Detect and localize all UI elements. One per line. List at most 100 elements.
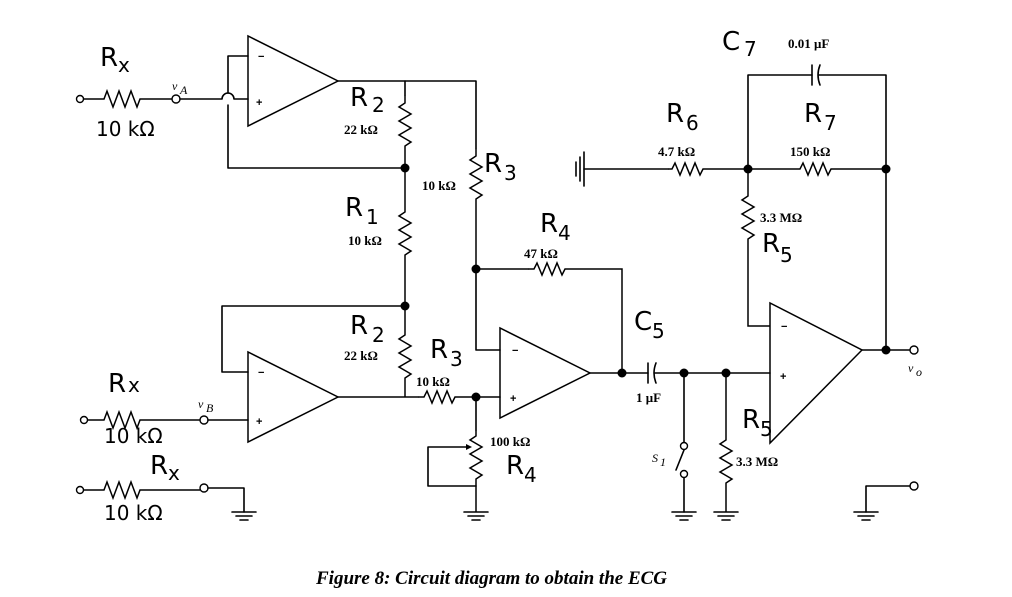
r5-bottom-value: 3.3 MΩ	[736, 454, 778, 469]
c7-value: 0.01 μF	[788, 36, 829, 51]
resistor-r1	[397, 168, 413, 306]
input-rx-bottom	[75, 479, 209, 501]
r2-top-sub: 2	[372, 93, 385, 117]
junction-output	[881, 345, 891, 355]
node-vb-sub: B	[206, 401, 214, 415]
junction-a3-out	[617, 368, 627, 378]
opamp-a2-plus: +	[256, 416, 262, 428]
resistor-r3-bottom	[418, 389, 476, 405]
r4-feedback-ref: R	[540, 209, 558, 239]
resistor-r5-bottom	[718, 373, 734, 512]
ground-symbol-6	[853, 511, 879, 521]
resistor-r2-bottom	[397, 306, 413, 397]
rx-mid-sub: x	[128, 373, 140, 397]
c7-sub: 7	[744, 37, 757, 61]
opamp-a1: − +	[247, 34, 340, 128]
r6-sub: 6	[686, 111, 699, 135]
node-va: v	[172, 79, 178, 93]
rx-bottom-sub: x	[168, 461, 180, 485]
s1-sub: 1	[660, 455, 666, 469]
ground-terminal	[909, 481, 919, 491]
r6-ref: R	[666, 99, 684, 129]
node-vo: v	[908, 361, 914, 375]
rx-mid-value: 10 kΩ	[104, 424, 163, 448]
wire-c7-left	[747, 74, 813, 170]
r5-bottom-ref: R	[742, 405, 760, 435]
wire-pot-wiper	[427, 446, 477, 487]
r7-sub: 7	[824, 111, 837, 135]
r5-top-value: 3.3 MΩ	[760, 210, 802, 225]
wire-a1-minus-feedback	[227, 55, 406, 169]
capacitor-c5	[647, 362, 657, 384]
c7-ref: C	[722, 27, 740, 57]
opamp-a4-minus: −	[781, 321, 787, 333]
ground-symbol-1	[231, 511, 257, 521]
resistor-r5-top	[740, 169, 770, 327]
wire-a2-minus-feedback	[221, 305, 406, 373]
s1-ref: S	[652, 451, 658, 465]
rx-top-ref: R	[100, 43, 118, 73]
opamp-a1-minus: −	[258, 51, 264, 63]
rx-top-value: 10 kΩ	[96, 117, 155, 141]
r7-value: 150 kΩ	[790, 144, 830, 159]
r4-feedback-sub: 4	[558, 221, 571, 245]
r3-top-value: 10 kΩ	[422, 178, 456, 193]
opamp-a4: − +	[769, 301, 864, 445]
r5-top-ref: R	[762, 229, 780, 259]
c5-value: 1 μF	[636, 390, 661, 405]
r3-bottom-ref: R	[430, 335, 448, 365]
r2-top-value: 22 kΩ	[344, 122, 378, 137]
figure-caption: Figure 8: Circuit diagram to obtain the …	[315, 568, 667, 589]
resistor-r6	[668, 161, 748, 177]
r1-sub: 1	[366, 205, 379, 229]
rx-mid-ref: R	[108, 369, 126, 399]
c5-sub: 5	[652, 319, 665, 343]
resistor-r7	[748, 161, 886, 177]
wire-a3-minus	[475, 268, 501, 351]
r5-bottom-sub: 5	[760, 417, 773, 441]
r4-feedback-value: 47 kΩ	[524, 246, 558, 261]
rx-bottom-ref: R	[150, 451, 168, 481]
r3-top-sub: 3	[504, 161, 517, 185]
node-va-sub: A	[179, 83, 188, 97]
opamp-a2: − +	[247, 350, 340, 444]
ground-symbol-5-horizontal	[575, 151, 585, 187]
r5-top-sub: 5	[780, 243, 793, 267]
resistor-r2-top	[397, 95, 413, 168]
r7-ref: R	[804, 99, 822, 129]
ground-symbol-4	[713, 511, 739, 521]
c5-ref: C	[634, 307, 652, 337]
switch-s1	[675, 372, 689, 513]
opamp-a4-plus: +	[780, 371, 786, 383]
resistor-r4-feedback	[528, 261, 623, 373]
resistor-r4-potentiometer	[466, 430, 484, 512]
wire-c7-right	[818, 74, 887, 170]
wire-a1-out	[337, 80, 477, 149]
r3-top-ref: R	[484, 149, 502, 179]
rx-bottom-value: 10 kΩ	[104, 501, 163, 525]
output-terminal	[909, 345, 919, 355]
node-vo-sub: o	[916, 365, 922, 379]
resistor-r3-top	[468, 148, 484, 269]
r4-pot-sub: 4	[524, 463, 537, 487]
ground-symbol-3	[671, 511, 697, 521]
r4-pot-value: 100 kΩ	[490, 434, 530, 449]
wire-va-to-a1-plus	[179, 92, 249, 100]
r4-pot-ref: R	[506, 451, 524, 481]
r1-ref: R	[345, 193, 363, 223]
r2-bottom-sub: 2	[372, 323, 385, 347]
r1-value: 10 kΩ	[348, 233, 382, 248]
r6-value: 4.7 kΩ	[658, 144, 695, 159]
wire-rx-bottom-ground	[207, 487, 245, 513]
opamp-a3-plus: +	[510, 393, 516, 405]
r2-bottom-value: 22 kΩ	[344, 348, 378, 363]
opamp-a3: − +	[499, 326, 592, 420]
wire-output-ground	[865, 485, 911, 513]
r2-bottom-ref: R	[350, 311, 368, 341]
r2-top-ref: R	[350, 83, 368, 113]
opamp-a3-minus: −	[512, 345, 518, 357]
r3-bottom-sub: 3	[450, 347, 463, 371]
rx-top-sub: x	[118, 53, 130, 77]
input-rx-top	[75, 88, 181, 110]
